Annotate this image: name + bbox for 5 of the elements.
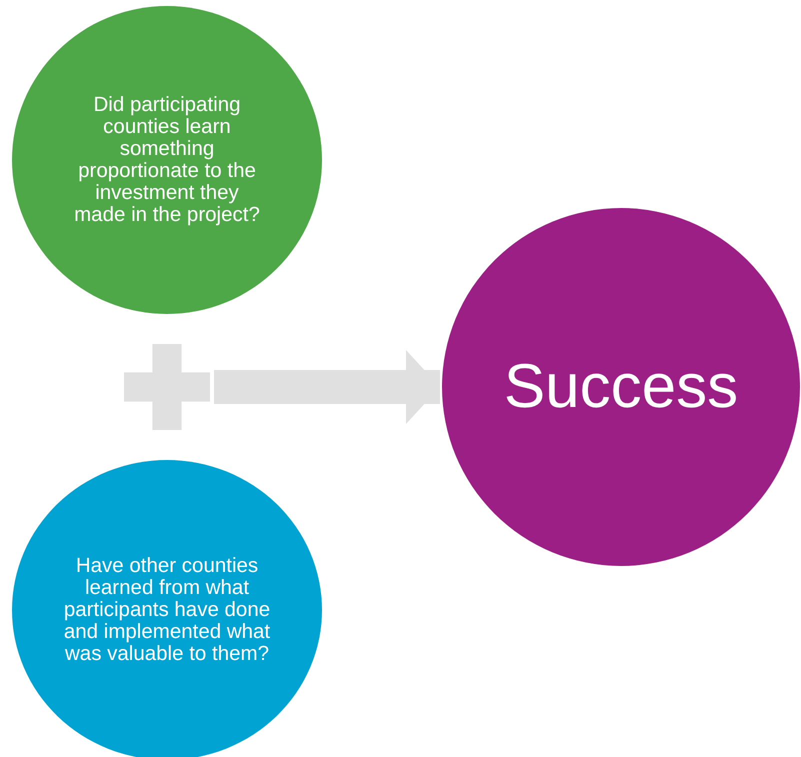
question-text: Have other counties learned from what participants have done and implemented what was valuable to them? [62, 554, 272, 666]
result-text: Success [504, 354, 738, 420]
arrow [214, 350, 440, 424]
question-text: Did participating counties learn something proportionate to the investment they made in the project? [73, 94, 261, 226]
plus-sign [124, 344, 210, 430]
